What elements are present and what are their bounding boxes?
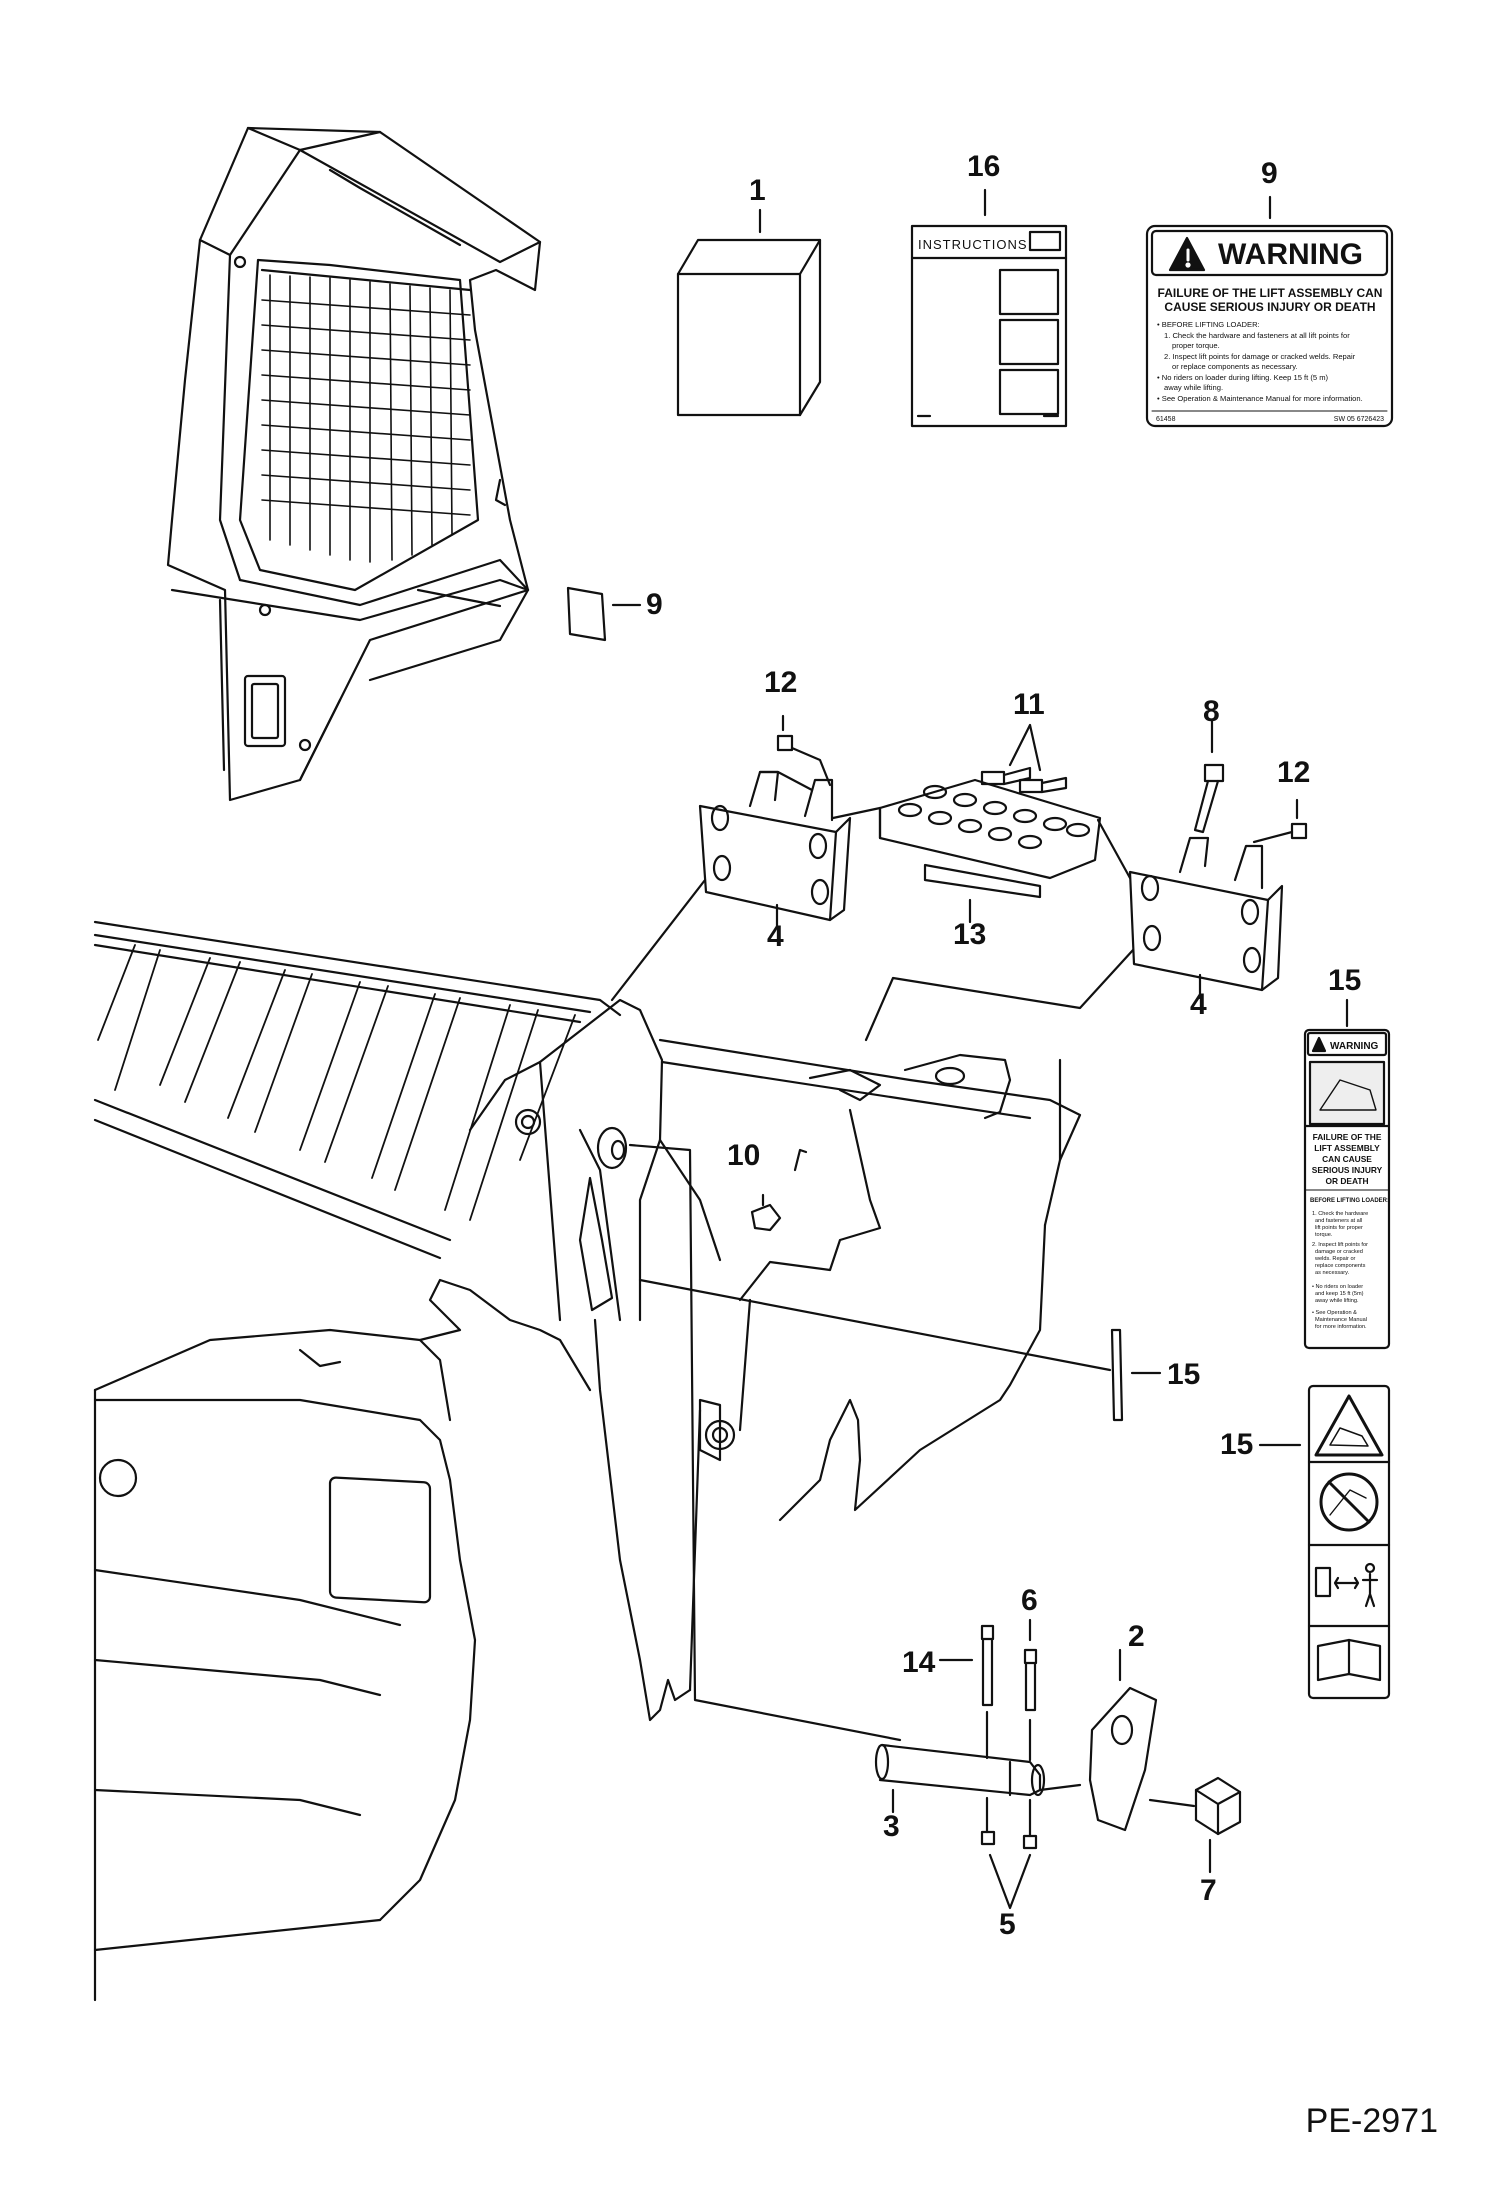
warning-headline-1: FAILURE OF THE LIFT ASSEMBLY CAN bbox=[1158, 286, 1383, 300]
tall-decal-s13: • See Operation & bbox=[1312, 1310, 1357, 1316]
item-13-plate bbox=[878, 778, 1102, 924]
callout-16: 16 bbox=[967, 150, 1001, 183]
callout-14: 14 bbox=[902, 1646, 936, 1679]
callout-9-cab: 9 bbox=[646, 588, 663, 621]
callout-15-machine: 15 bbox=[1167, 1358, 1201, 1391]
item-8-bolt bbox=[1193, 718, 1225, 834]
item-15-pictorial-decal bbox=[1258, 1384, 1391, 1700]
tall-decal-s9: as necessary. bbox=[1315, 1270, 1350, 1276]
item-1-box bbox=[676, 208, 822, 417]
item-16-instructions-sheet bbox=[910, 188, 1068, 428]
cab-assembly bbox=[166, 126, 642, 802]
item-11-bolts bbox=[980, 723, 1068, 794]
tall-decal-s3: lift points for proper bbox=[1315, 1225, 1363, 1231]
tall-decal-t4: SERIOUS INJURY bbox=[1312, 1165, 1383, 1175]
item-2-washer bbox=[1038, 1648, 1158, 1832]
tall-decal-s4: torque. bbox=[1315, 1232, 1333, 1238]
callout-10: 10 bbox=[727, 1139, 761, 1172]
callout-9-decal: 9 bbox=[1261, 157, 1278, 190]
warning-line-8: • See Operation & Maintenance Manual for… bbox=[1157, 394, 1363, 403]
warning-decal-text: WARNING FAILURE OF THE LIFT ASSEMBLY CAN… bbox=[1156, 238, 1384, 423]
callout-3: 3 bbox=[883, 1810, 900, 1843]
warning-code-right: SW 05 6726423 bbox=[1334, 416, 1384, 423]
item-15-tall-warning-decal bbox=[1303, 998, 1391, 1350]
tall-decal-sub: BEFORE LIFTING LOADER: bbox=[1310, 1198, 1389, 1204]
item-12-nut-right bbox=[1252, 798, 1308, 844]
callout-11: 11 bbox=[1013, 688, 1045, 721]
tall-decal-s1: 1. Check the hardware bbox=[1312, 1211, 1368, 1217]
warning-line-1: • BEFORE LIFTING LOADER: bbox=[1157, 320, 1260, 329]
callout-4-left: 4 bbox=[767, 920, 784, 953]
callout-15-tall-decal: 15 bbox=[1328, 964, 1362, 997]
callout-15-pictorial: 15 bbox=[1220, 1428, 1254, 1461]
callout-1: 1 bbox=[749, 174, 766, 207]
page-id: PE-2971 bbox=[1305, 2102, 1438, 2140]
callout-12-right: 12 bbox=[1277, 756, 1311, 789]
tall-decal-t5: OR DEATH bbox=[1325, 1176, 1368, 1186]
warning-code-left: 61458 bbox=[1156, 416, 1176, 423]
tall-decal-t3: CAN CAUSE bbox=[1322, 1154, 1372, 1164]
item-6-bolt bbox=[1023, 1618, 1038, 1762]
tall-decal-s11: and keep 15 ft (5m) bbox=[1315, 1291, 1364, 1297]
item-5-nuts bbox=[980, 1796, 1038, 1910]
item-3-pin bbox=[874, 1743, 1046, 1814]
tall-decal-s15: for more information. bbox=[1315, 1324, 1367, 1330]
tall-decal-t2: LIFT ASSEMBLY bbox=[1314, 1143, 1380, 1153]
warning-header: WARNING bbox=[1218, 238, 1363, 271]
callout-8: 8 bbox=[1203, 695, 1220, 728]
item-9-warning-decal bbox=[1145, 195, 1394, 428]
instructions-text: INSTRUCTIONS bbox=[918, 237, 1028, 252]
item-7-castle-nut bbox=[1148, 1776, 1242, 1874]
tall-decal-s10: • No riders on loader bbox=[1312, 1284, 1363, 1290]
callout-4-right: 4 bbox=[1190, 988, 1207, 1021]
tall-decal-s12: away while lifting. bbox=[1315, 1298, 1359, 1304]
callout-13: 13 bbox=[953, 918, 987, 951]
tall-decal-s5: 2. Inspect lift points for bbox=[1312, 1242, 1368, 1248]
tall-decal-s7: welds. Repair or bbox=[1314, 1256, 1356, 1262]
callout-2: 2 bbox=[1128, 1620, 1145, 1653]
warning-line-3: proper torque. bbox=[1172, 341, 1220, 350]
item-12-nut-left bbox=[776, 714, 832, 787]
cab-grille bbox=[261, 274, 471, 563]
warning-line-6: • No riders on loader during lifting. Ke… bbox=[1157, 373, 1329, 382]
warning-headline-2: CAUSE SERIOUS INJURY OR DEATH bbox=[1164, 300, 1375, 314]
warning-line-2: 1. Check the hardware and fasteners at a… bbox=[1164, 331, 1350, 340]
tall-decal-header: WARNING bbox=[1330, 1041, 1379, 1052]
item-14-bolt bbox=[938, 1624, 995, 1760]
instructions-title: INSTRUCTIONS bbox=[918, 237, 1028, 252]
tall-decal-s2: and fasteners at all bbox=[1315, 1218, 1362, 1224]
callout-5: 5 bbox=[999, 1908, 1016, 1941]
tall-decal-t1: FAILURE OF THE bbox=[1313, 1132, 1382, 1142]
loader-frame bbox=[93, 920, 1082, 2002]
tall-decal-s8: replace components bbox=[1315, 1263, 1366, 1269]
tall-decal-text: WARNING FAILURE OF THE LIFT ASSEMBLY CAN… bbox=[1310, 1041, 1389, 1330]
warning-line-4: 2. Inspect lift points for damage or cra… bbox=[1164, 352, 1356, 361]
warning-line-7: away while lifting. bbox=[1164, 383, 1223, 392]
tall-decal-s6: damage or cracked bbox=[1315, 1249, 1363, 1255]
warning-line-5: or replace components as necessary. bbox=[1172, 362, 1298, 371]
callout-7: 7 bbox=[1200, 1874, 1217, 1907]
item-4-bracket-left bbox=[698, 770, 852, 930]
callout-6: 6 bbox=[1021, 1584, 1038, 1617]
item-4-bracket-right bbox=[1128, 836, 1284, 1000]
tall-decal-s14: Maintenance Manual bbox=[1315, 1317, 1367, 1323]
callout-12-left: 12 bbox=[764, 666, 798, 699]
